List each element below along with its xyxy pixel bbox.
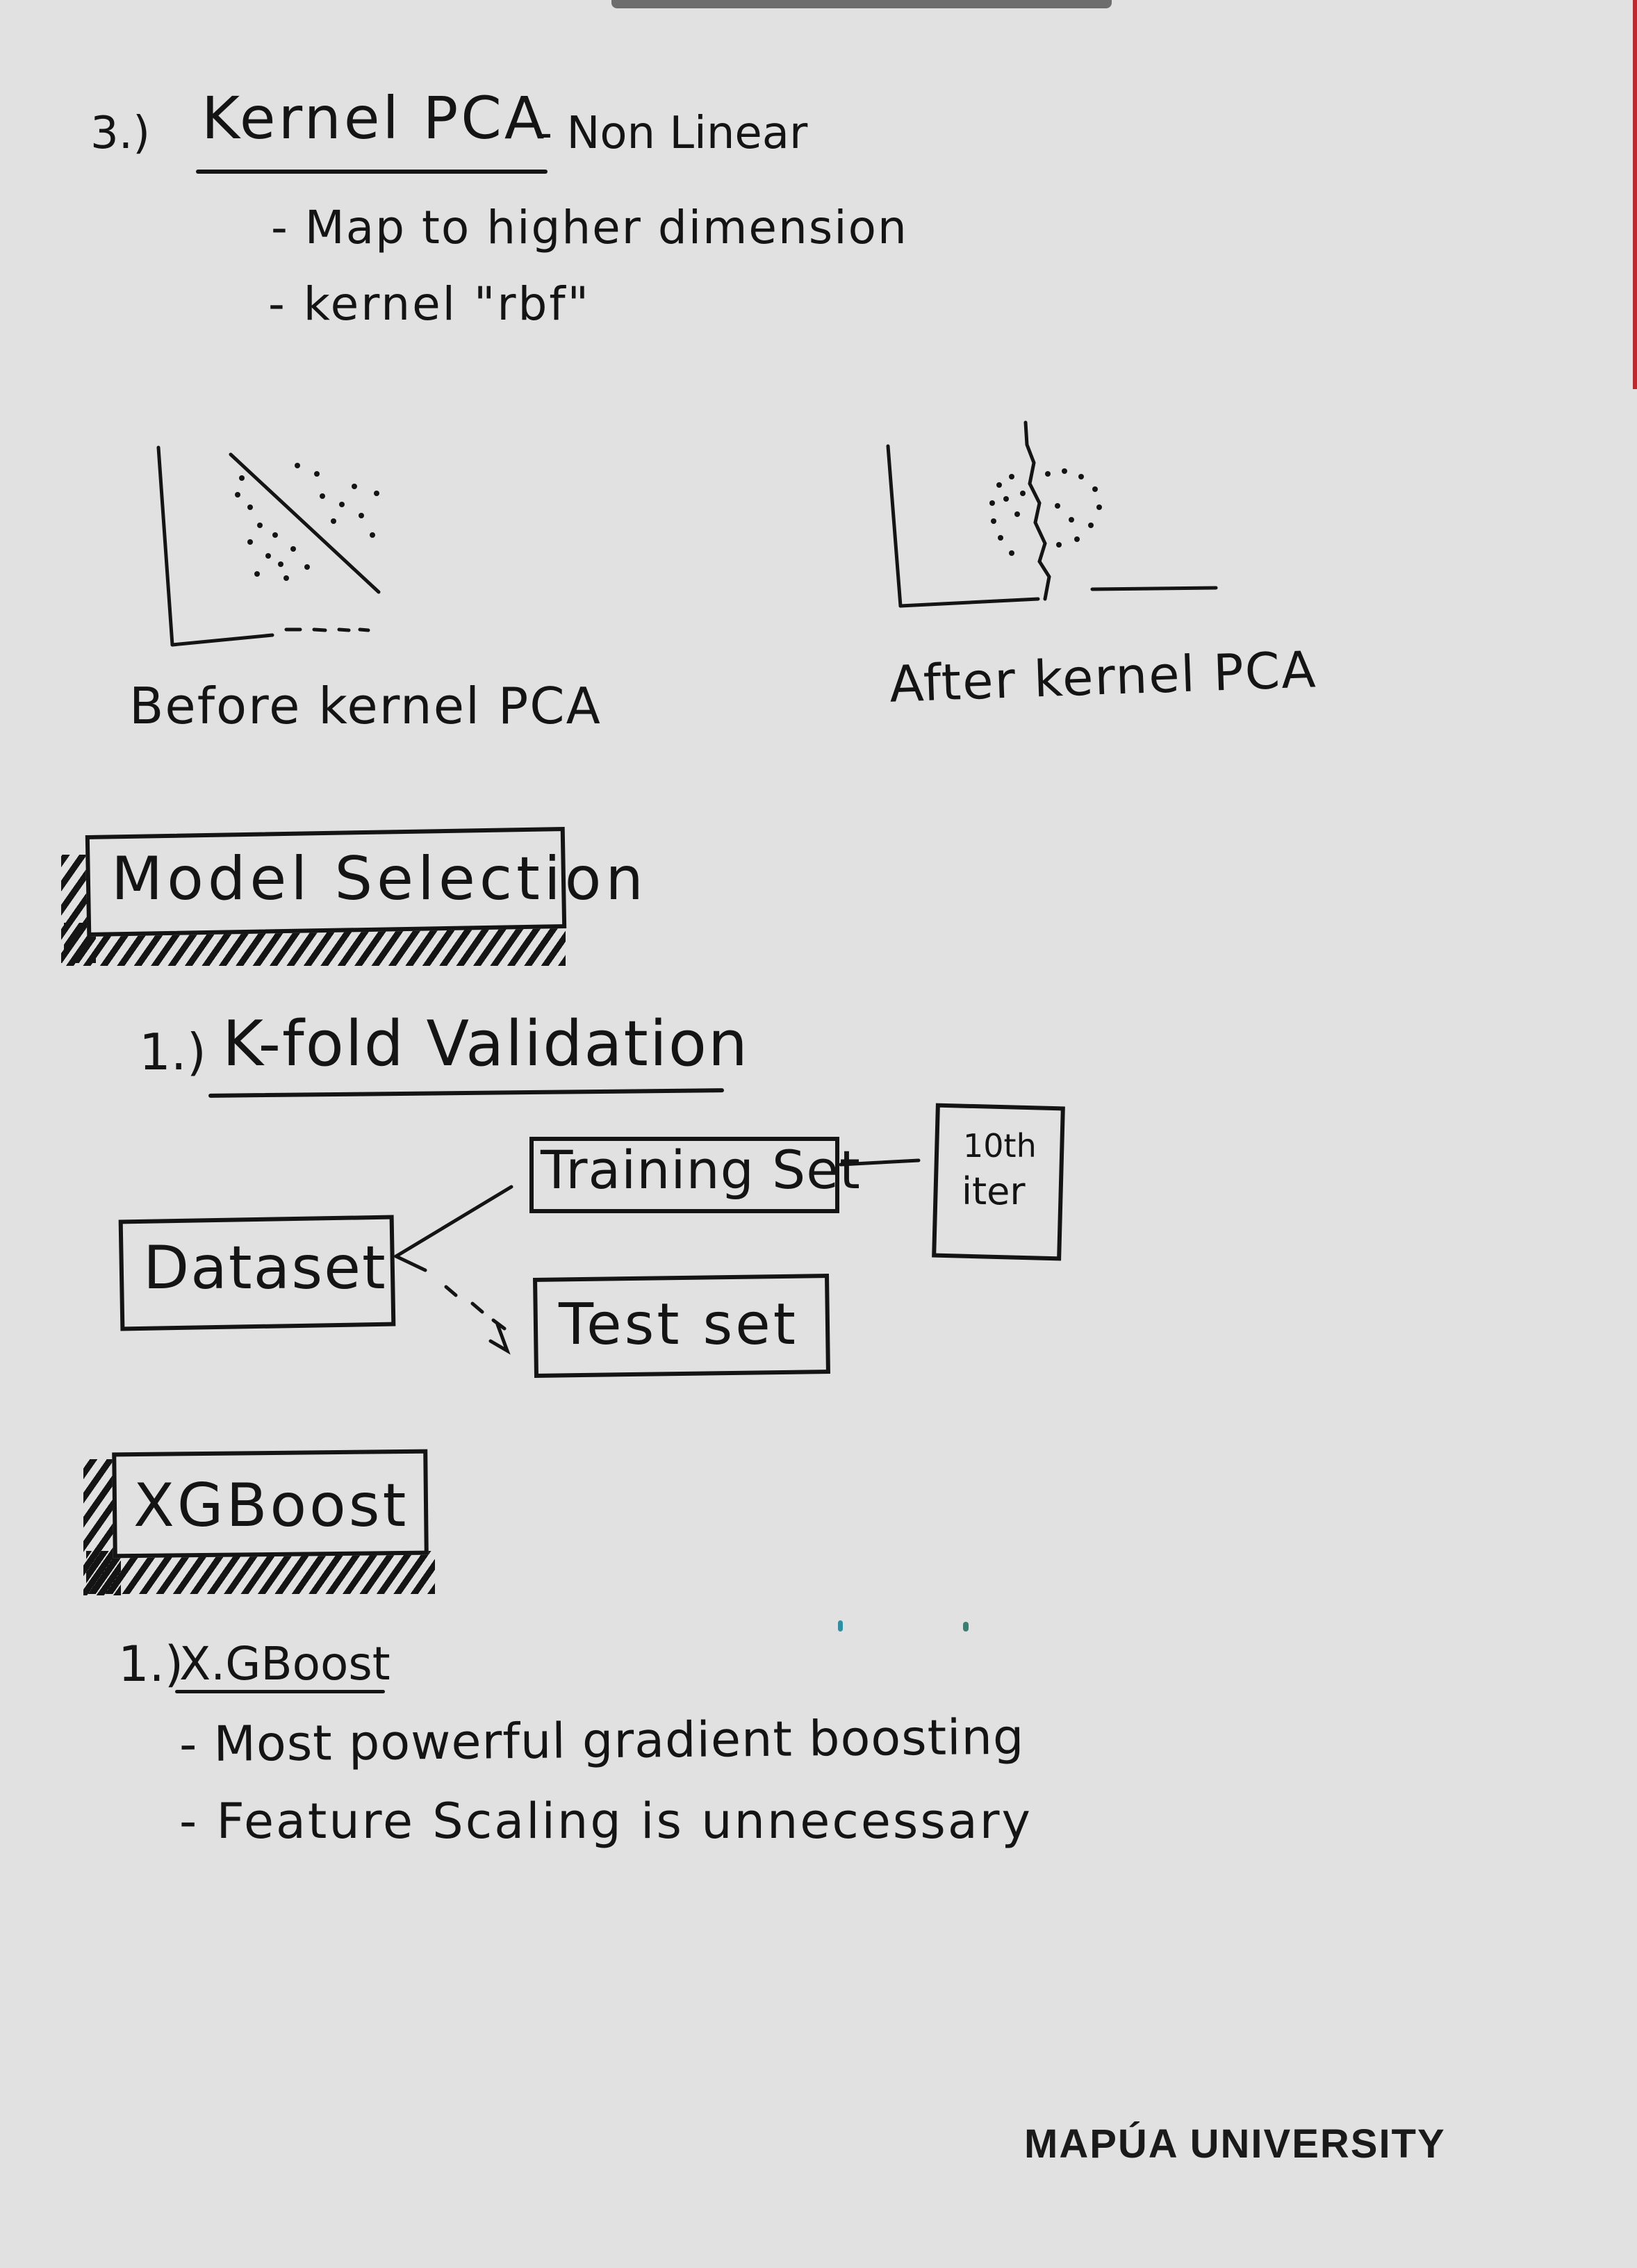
- iteration-label-line2: iter: [962, 1169, 1026, 1213]
- after-plot-x-axis: [898, 597, 1040, 608]
- xgboost-number: 1.): [118, 1636, 184, 1693]
- ink-dot: [963, 1622, 969, 1632]
- pca-bullet-kernel: - kernel "rbf": [268, 277, 591, 331]
- dataset-to-training-line: [394, 1185, 513, 1258]
- xgboost-item-underline: [175, 1690, 385, 1693]
- xgboost-item-title: X.GBoost: [179, 1637, 390, 1691]
- before-kernel-pca-plot: [156, 445, 381, 647]
- after-plot-points: [989, 468, 1102, 556]
- training-set-box: [529, 1137, 839, 1213]
- training-to-iteration-line: [839, 1158, 921, 1167]
- ink-dot: [838, 1620, 843, 1632]
- dataset-label: Dataset: [143, 1233, 387, 1303]
- pca-number: 3.): [90, 108, 151, 159]
- dataset-to-test-dashed-line: [394, 1254, 507, 1331]
- university-brand: MAPÚA UNIVERSITY: [1024, 2121, 1446, 2167]
- training-set-label: Training Set: [541, 1139, 861, 1201]
- before-kernel-pca-caption: Before kernel PCA: [129, 677, 602, 735]
- dataset-to-test-arrow: [488, 1322, 511, 1355]
- kfold-title: K-fold Validation: [222, 1008, 749, 1080]
- pca-title-underline: [196, 170, 548, 174]
- page-top-strip: [611, 0, 1112, 8]
- pca-bullet-map: - Map to higher dimension: [271, 201, 908, 254]
- xgboost-bullet-powerful: - Most powerful gradient boosting: [179, 1708, 1025, 1773]
- pca-title: Kernel PCA: [201, 84, 548, 152]
- test-set-label: Test set: [559, 1292, 798, 1358]
- after-plot-x-axis-tail: [1090, 586, 1218, 591]
- kfold-number: 1.): [139, 1023, 206, 1081]
- model-selection-heading: Model Selection: [111, 844, 648, 914]
- page-edge-mark: [1633, 0, 1637, 389]
- xgboost-hatch-bottom: [86, 1551, 435, 1594]
- after-plot-y-axis: [886, 444, 903, 608]
- iteration-label-line1: 10th: [963, 1127, 1037, 1165]
- after-kernel-pca-plot: [886, 420, 1218, 608]
- before-plot-divider-line: [229, 452, 381, 594]
- after-plot-separator-curve: [1023, 420, 1051, 601]
- before-plot-points: [235, 463, 379, 581]
- pca-title-suffix: - Non Linear: [536, 108, 808, 159]
- before-plot-x-axis: [170, 633, 274, 647]
- xgboost-bullet-scaling: - Feature Scaling is unnecessary: [179, 1793, 1033, 1850]
- before-plot-y-axis: [156, 445, 174, 647]
- xgboost-heading: XGBoost: [133, 1471, 409, 1540]
